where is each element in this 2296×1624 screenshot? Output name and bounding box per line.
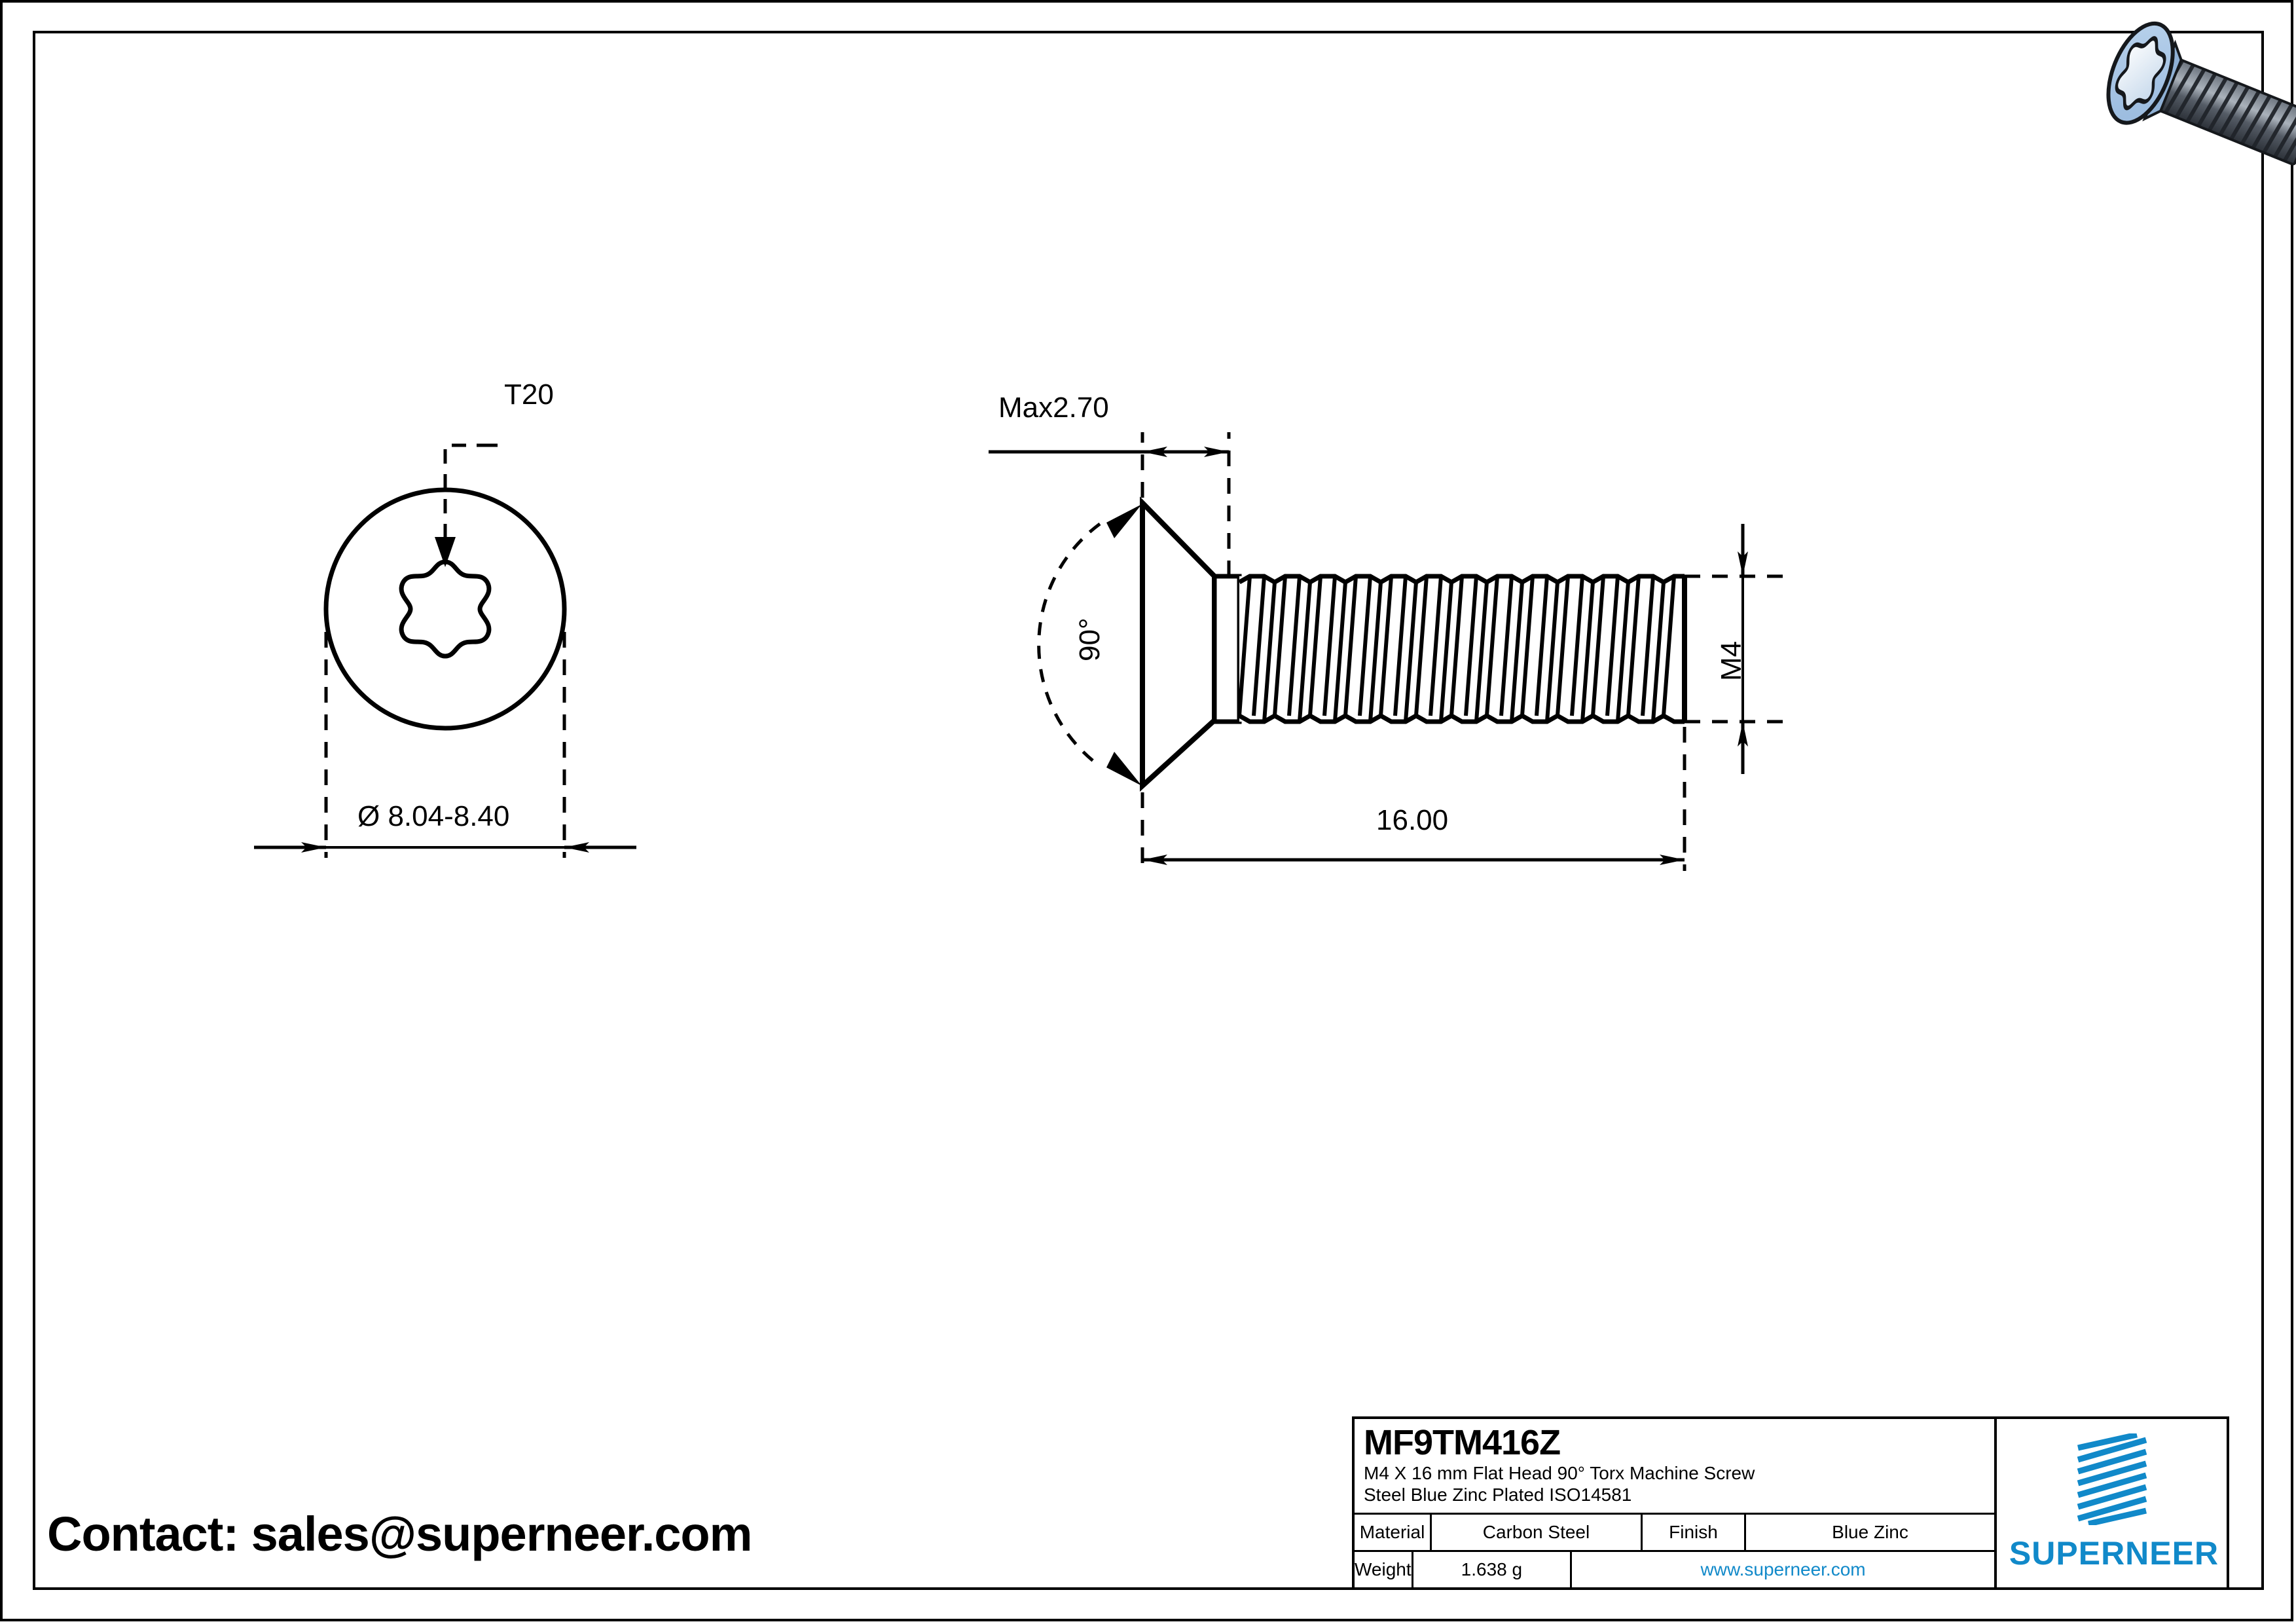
spec-row-material: Material Carbon Steel Finish Blue Zinc: [1355, 1514, 1994, 1552]
description-line-1: M4 X 16 mm Flat Head 90° Torx Machine Sc…: [1364, 1463, 1755, 1483]
head-height-label: Max2.70: [998, 392, 1109, 424]
finish-label: Finish: [1643, 1514, 1746, 1550]
screw-length-label: 16.00: [1376, 804, 1449, 836]
contact-email-text: Contact: sales@superneer.com: [47, 1507, 752, 1561]
title-block-description: MF9TM416Z M4 X 16 mm Flat Head 90° Torx …: [1355, 1419, 1994, 1515]
weight-label: Weight: [1355, 1551, 1413, 1587]
website-link[interactable]: www.superneer.com: [1700, 1559, 1866, 1579]
head-diameter-label: Ø 8.04-8.40: [357, 800, 510, 832]
sheet-inner-border: [33, 31, 2264, 1590]
part-number: MF9TM416Z: [1364, 1423, 1561, 1462]
countersink-angle-label: 90°: [1074, 618, 1106, 661]
description-line-2: Steel Blue Zinc Plated ISO14581: [1364, 1485, 1632, 1505]
title-block-main: MF9TM416Z M4 X 16 mm Flat Head 90° Torx …: [1355, 1419, 1997, 1587]
title-block: MF9TM416Z M4 X 16 mm Flat Head 90° Torx …: [1352, 1416, 2229, 1590]
superneer-logo-icon: [2077, 1433, 2147, 1525]
brand-name: SUPERNEER: [2009, 1535, 2219, 1572]
t20-callout-label: T20: [504, 378, 554, 411]
spec-row-weight: Weight 1.638 g www.superneer.com: [1355, 1551, 1994, 1587]
brand-panel: SUPERNEER: [1997, 1419, 2227, 1587]
material-label: Material: [1355, 1514, 1432, 1550]
finish-value: Blue Zinc: [1832, 1521, 1908, 1542]
material-value: Carbon Steel: [1432, 1514, 1643, 1550]
thread-size-label: M4: [1715, 640, 1747, 681]
weight-value: 1.638 g: [1413, 1551, 1573, 1587]
